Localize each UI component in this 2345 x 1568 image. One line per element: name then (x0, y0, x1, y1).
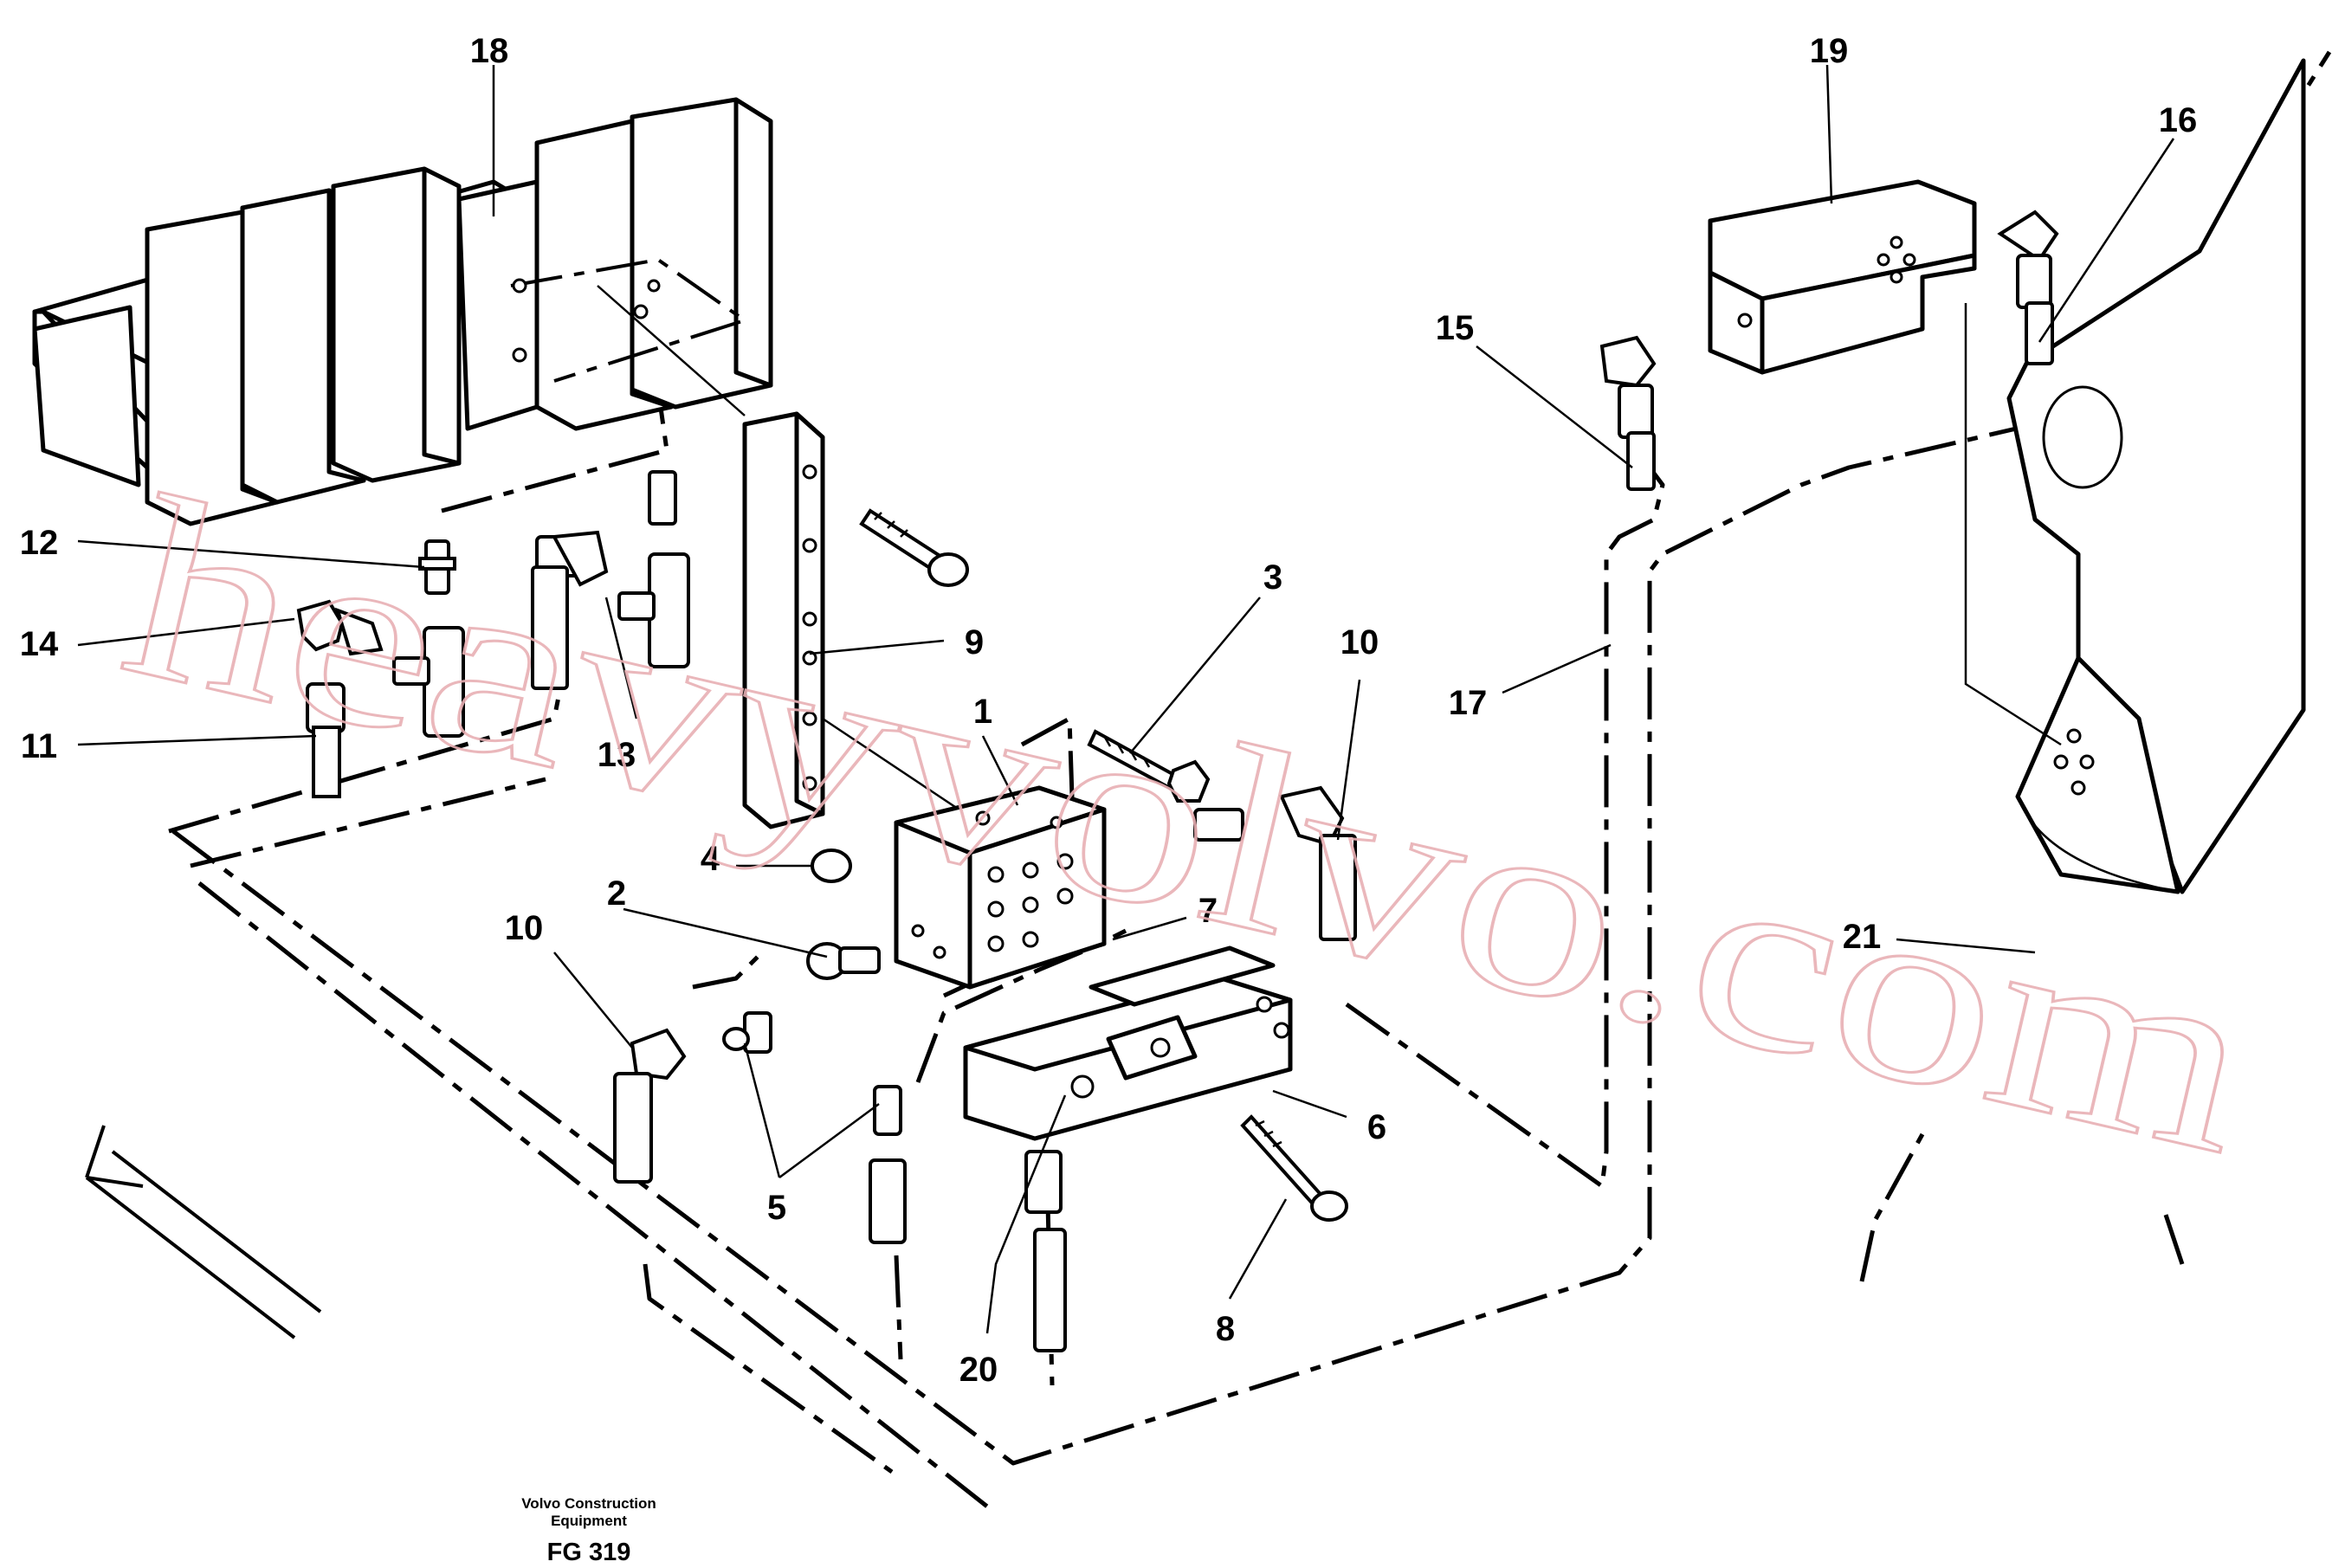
direction-arrow (85, 1125, 322, 1339)
footer-company-sub: Equipment (551, 1513, 627, 1529)
leader-lines (77, 64, 2175, 1334)
callout-10-upper: 10 (1340, 623, 1379, 661)
bolt-top (859, 508, 969, 587)
solenoid-valve-6 (963, 945, 1293, 1141)
manifold-bar-9 (597, 285, 979, 829)
valve-bank-18 (32, 97, 773, 526)
fittings (296, 210, 2059, 1352)
callout-5: 5 (767, 1189, 786, 1227)
callout-7: 7 (1198, 892, 1218, 930)
footer: Volvo Construction Equipment FG 319 (521, 1495, 656, 1566)
callout-4: 4 (701, 840, 720, 878)
footer-code: FG 319 (547, 1539, 631, 1566)
callout-15: 15 (1436, 309, 1475, 347)
callout-11: 11 (21, 727, 57, 765)
bolt-3 (1087, 729, 1211, 803)
callout-20: 20 (959, 1351, 998, 1389)
callout-3: 3 (1263, 558, 1282, 597)
block-19 (1708, 179, 1977, 375)
callout-14: 14 (20, 625, 59, 663)
callout-2: 2 (607, 874, 626, 913)
callout-17: 17 (1449, 684, 1488, 722)
callout-1: 1 (973, 693, 992, 731)
callout-21: 21 (1843, 918, 1882, 956)
callout-12: 12 (20, 524, 59, 562)
callout-16: 16 (2159, 101, 2198, 139)
bolt-8 (1240, 1114, 1348, 1222)
footer-company: Volvo Construction (521, 1495, 656, 1512)
callout-19: 19 (1810, 32, 1849, 70)
callout-9: 9 (965, 623, 984, 661)
callout-10-lower: 10 (505, 909, 544, 947)
valve-block-1 (894, 785, 1107, 990)
callout-labels: 18 19 16 15 12 3 10 14 9 17 1 11 13 4 2 … (20, 32, 2198, 1389)
callout-18: 18 (470, 32, 509, 70)
callout-13: 13 (598, 736, 636, 774)
callout-8: 8 (1216, 1310, 1235, 1348)
callout-6: 6 (1367, 1108, 1386, 1146)
frame-21 (1964, 58, 2306, 894)
